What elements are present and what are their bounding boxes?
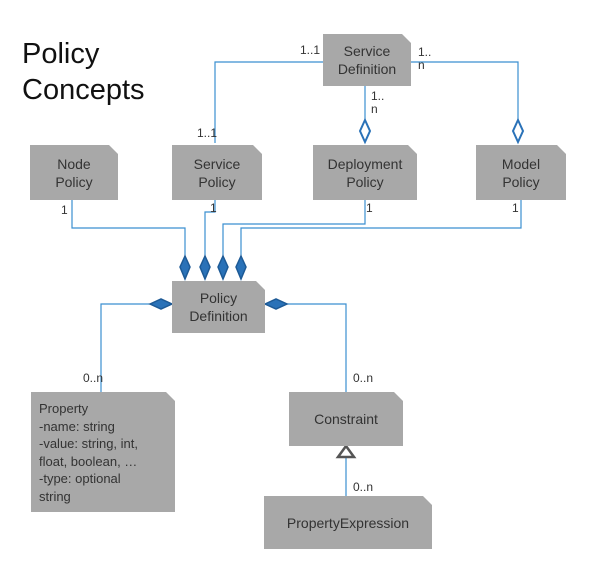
connector-property [100,303,150,392]
model-policy-box[interactable]: Model Policy [476,145,566,200]
connector-model-policy [240,200,522,258]
deployment-policy-box[interactable]: Deployment Policy [313,145,417,200]
multiplicity-deployment-policy: 1 [366,201,373,215]
multiplicity-constraint-top: 0..n [353,371,374,385]
node-policy-label: Node Policy [55,155,93,190]
multiplicity-constraint-bottom: 0..n [353,480,374,494]
connector-service-policy [204,200,216,258]
connector-constraint [287,303,347,392]
connector-sd-service-policy [214,61,323,143]
composition-diamond-property [148,298,174,310]
multiplicity-sd-bottom: 1.. n [371,89,385,116]
composition-diamond-deployment [217,254,229,281]
multiplicity-sd-left: 1..1 [300,43,321,57]
multiplicity-sd-right: 1.. n [418,45,432,72]
property-label: Property -name: string -value: string, i… [39,401,138,504]
connector-node-policy [71,200,186,258]
deployment-policy-label: Deployment Policy [327,155,403,190]
property-box[interactable]: Property -name: string -value: string, i… [31,392,175,512]
service-definition-box[interactable]: Service Definition [323,34,411,86]
service-definition-label: Service Definition [337,43,397,77]
property-expression-box[interactable]: PropertyExpression [264,496,432,549]
generalization-triangle [335,443,357,459]
composition-diamond-service [199,254,211,281]
policy-definition-label: Policy Definition [189,290,248,324]
node-policy-box[interactable]: Node Policy [30,145,118,200]
composition-diamond-node [179,254,191,281]
model-policy-label: Model Policy [501,155,541,190]
service-policy-label: Service Policy [193,155,241,190]
service-policy-box[interactable]: Service Policy [172,145,262,200]
composition-diamond-constraint [263,298,289,310]
connector-sd-model-policy [411,61,519,122]
multiplicity-property: 0..n [83,371,104,385]
aggregation-diamond-model [511,117,525,145]
constraint-box[interactable]: Constraint [289,392,403,446]
policy-definition-box[interactable]: Policy Definition [172,281,265,333]
diagram-title: Policy Concepts [22,38,145,106]
multiplicity-model-policy: 1 [512,201,519,215]
multiplicity-service-policy: 1 [210,201,217,215]
connector-deployment-policy [222,200,366,258]
composition-diamond-model [235,254,247,281]
property-expression-label: PropertyExpression [286,514,410,531]
constraint-label: Constraint [314,411,378,427]
multiplicity-node-policy: 1 [61,203,68,217]
aggregation-diamond-deployment [358,117,372,145]
multiplicity-service-policy-top: 1..1 [197,126,218,140]
